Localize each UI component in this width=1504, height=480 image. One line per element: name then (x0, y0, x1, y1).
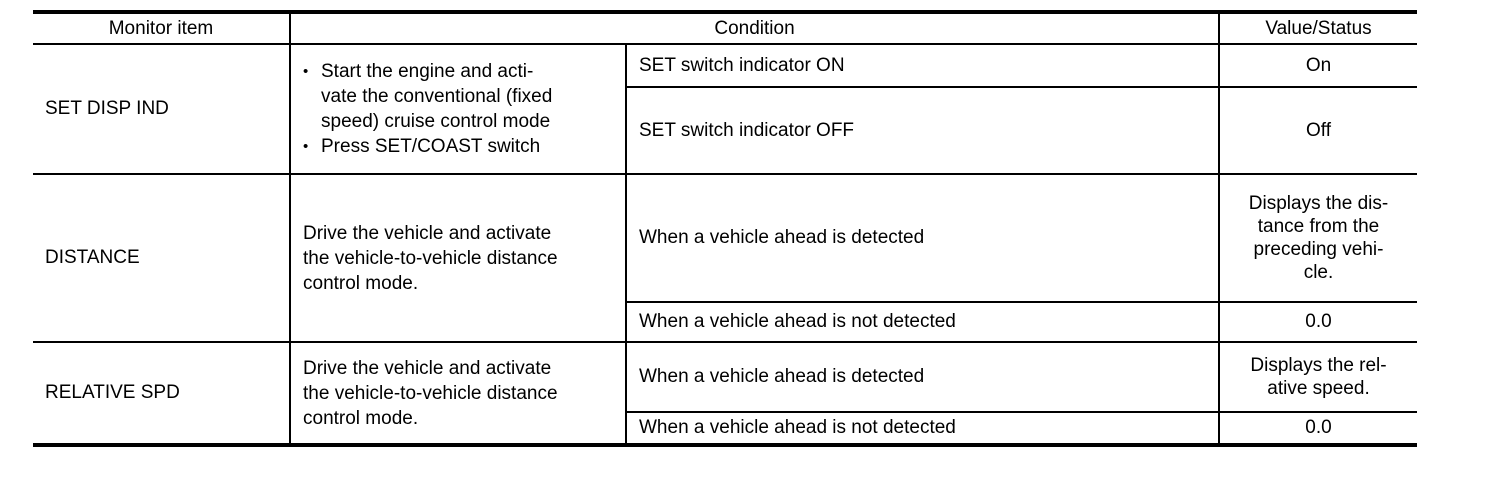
cell-monitor-item-relative-spd: RELATIVE SPD (33, 341, 291, 446)
header-value-status: Value/Status (1218, 11, 1417, 45)
bullet-icon: • (303, 138, 309, 155)
cell-value-set-off: Off (1218, 86, 1417, 175)
monitor-item-table: Monitor item Condition Value/Status SET … (33, 10, 1417, 447)
cell-condition-distance-not-detected: When a vehicle ahead is not detected (625, 301, 1220, 343)
value-text: Displays the rel- ative speed. (1250, 355, 1387, 399)
cell-value-relspd-detected: Displays the rel- ative speed. (1218, 341, 1417, 413)
cell-condition-distance-detected: When a vehicle ahead is detected (625, 173, 1220, 303)
cell-procedure-set-disp-ind: • Start the engine and acti- vate the co… (289, 43, 627, 175)
table-row: When a vehicle ahead is not detected 0.0 (33, 301, 1417, 343)
cell-procedure-relative-spd: Drive the vehicle and activate the vehic… (289, 341, 627, 446)
cell-value-distance-not-detected: 0.0 (1218, 301, 1417, 343)
table-row: RELATIVE SPD Drive the vehicle and activ… (33, 341, 1417, 446)
procedure-bullet-item: • Press SET/COAST switch (303, 134, 619, 159)
cell-condition-relspd-detected: When a vehicle ahead is detected (625, 341, 1220, 413)
table-row: SET DISP IND • Start the engine and acti… (33, 43, 1417, 175)
cell-condition-set-off: SET switch indicator OFF (625, 86, 1220, 175)
procedure-bullet-text: Start the engine and acti- vate the conv… (321, 61, 553, 132)
header-condition: Condition (289, 11, 1220, 45)
cell-value-distance-detected: Displays the dis- tance from the precedi… (1218, 173, 1417, 303)
table-header-row: Monitor item Condition Value/Status (33, 11, 1417, 45)
header-monitor-item: Monitor item (33, 11, 291, 45)
procedure-text: Drive the vehicle and activate the vehic… (303, 357, 558, 429)
cell-condition-relspd-not-detected: When a vehicle ahead is not detected (625, 411, 1220, 446)
procedure-bullet-item: • Start the engine and acti- vate the co… (303, 59, 619, 134)
table-row: DISTANCE Drive the vehicle and activate … (33, 173, 1417, 343)
bullet-icon: • (303, 63, 309, 80)
value-text: Displays the dis- tance from the precedi… (1248, 193, 1389, 283)
cell-value-relspd-not-detected: 0.0 (1218, 411, 1417, 446)
cell-procedure-distance: Drive the vehicle and activate the vehic… (289, 173, 627, 343)
procedure-bullet-text: Press SET/COAST switch (321, 136, 541, 157)
procedure-text: Drive the vehicle and activate the vehic… (303, 222, 558, 294)
cell-condition-set-on: SET switch indicator ON (625, 43, 1220, 88)
cell-value-set-on: On (1218, 43, 1417, 88)
cell-monitor-item-set-disp-ind: SET DISP IND (33, 43, 291, 175)
monitor-item-table-container: Monitor item Condition Value/Status SET … (33, 10, 1417, 447)
table-row: SET switch indicator OFF Off (33, 86, 1417, 175)
table-row: When a vehicle ahead is not detected 0.0 (33, 411, 1417, 446)
cell-monitor-item-distance: DISTANCE (33, 173, 291, 343)
